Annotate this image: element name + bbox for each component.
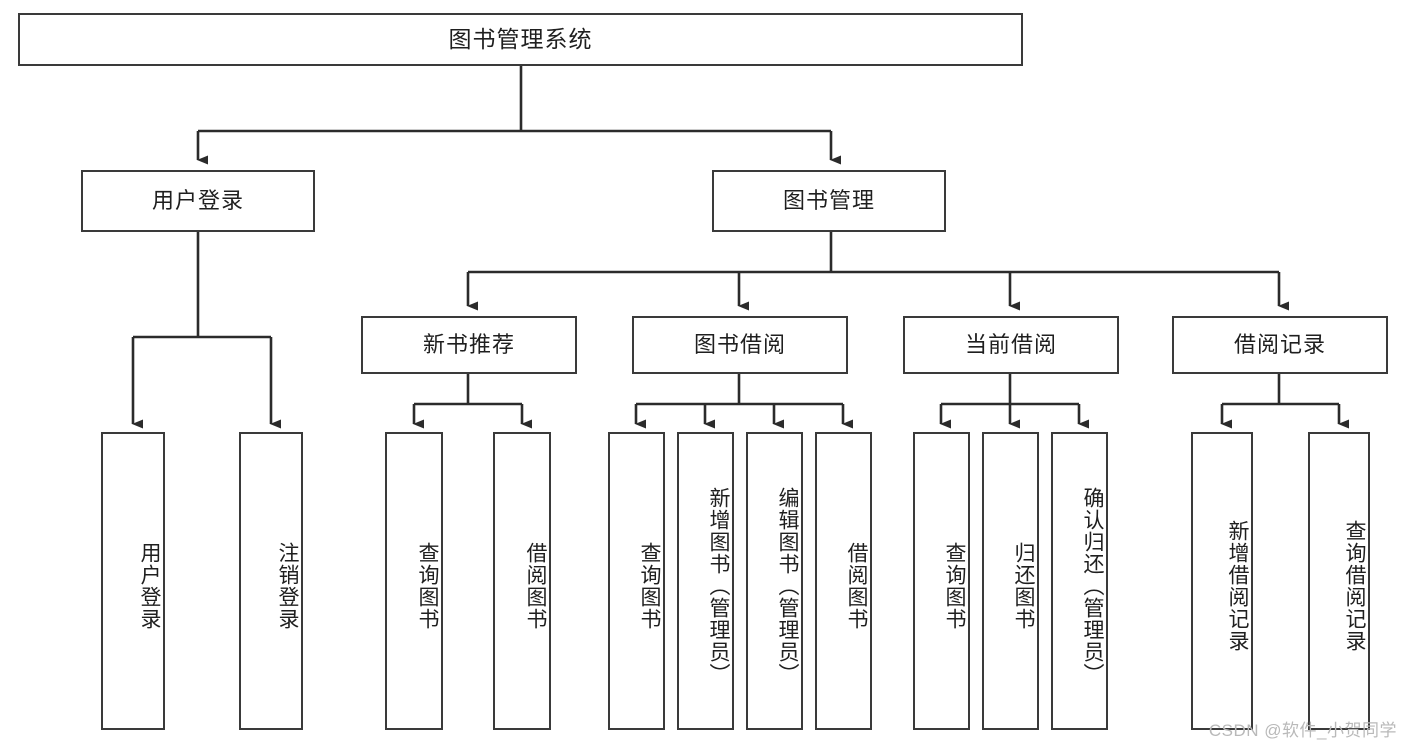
node-user-login[interactable]: 用户登录 — [81, 170, 315, 232]
node-leaf-current-return[interactable]: 归还图书 — [982, 432, 1039, 730]
node-leaf-borrow-add[interactable]: 新增图书（管理员） — [677, 432, 734, 730]
node-leaf-current-confirm[interactable]: 确认归还（管理员） — [1051, 432, 1108, 730]
node-leaf-records-query[interactable]: 查询借阅记录 — [1308, 432, 1370, 730]
node-book-borrow-label: 图书借阅 — [693, 331, 786, 357]
node-borrow-records-label: 借阅记录 — [1233, 331, 1326, 357]
node-leaf-user-login[interactable]: 用户登录 — [101, 432, 165, 730]
node-current-borrow-label: 当前借阅 — [964, 331, 1057, 357]
node-leaf-borrow-query-label: 查询图书 — [638, 542, 661, 630]
node-leaf-current-confirm-label: 确认归还（管理员） — [1081, 487, 1104, 685]
node-borrow-records[interactable]: 借阅记录 — [1172, 316, 1388, 374]
node-leaf-current-query[interactable]: 查询图书 — [913, 432, 970, 730]
node-leaf-borrow-lend-label: 借阅图书 — [845, 542, 868, 630]
node-leaf-borrow-lend[interactable]: 借阅图书 — [815, 432, 872, 730]
node-leaf-borrow-edit-label: 编辑图书（管理员） — [776, 487, 799, 685]
node-leaf-user-login-label: 用户登录 — [138, 542, 161, 630]
csdn-watermark: CSDN @软件_小贺同学 — [1208, 721, 1397, 740]
node-leaf-records-query-label: 查询借阅记录 — [1343, 520, 1366, 652]
node-user-login-label: 用户登录 — [151, 187, 244, 213]
node-leaf-records-add[interactable]: 新增借阅记录 — [1191, 432, 1253, 730]
node-leaf-newbook-query-label: 查询图书 — [416, 542, 439, 630]
node-leaf-borrow-query[interactable]: 查询图书 — [608, 432, 665, 730]
node-leaf-borrow-add-label: 新增图书（管理员） — [707, 487, 730, 685]
node-leaf-user-logout-label: 注销登录 — [276, 542, 299, 630]
node-leaf-newbook-query[interactable]: 查询图书 — [385, 432, 443, 730]
node-book-management-label: 图书管理 — [782, 187, 875, 213]
node-leaf-user-logout[interactable]: 注销登录 — [239, 432, 303, 730]
node-book-management[interactable]: 图书管理 — [712, 170, 946, 232]
node-leaf-newbook-borrow[interactable]: 借阅图书 — [493, 432, 551, 730]
node-leaf-current-return-label: 归还图书 — [1012, 542, 1035, 630]
node-current-borrow[interactable]: 当前借阅 — [903, 316, 1119, 374]
node-leaf-borrow-edit[interactable]: 编辑图书（管理员） — [746, 432, 803, 730]
node-new-book-recommend[interactable]: 新书推荐 — [361, 316, 577, 374]
node-new-book-recommend-label: 新书推荐 — [422, 331, 515, 357]
node-root-label: 图书管理系统 — [448, 25, 593, 52]
node-root[interactable]: 图书管理系统 — [18, 13, 1023, 66]
node-leaf-newbook-borrow-label: 借阅图书 — [524, 542, 547, 630]
node-leaf-records-add-label: 新增借阅记录 — [1226, 520, 1249, 652]
node-book-borrow[interactable]: 图书借阅 — [632, 316, 848, 374]
node-leaf-current-query-label: 查询图书 — [943, 542, 966, 630]
